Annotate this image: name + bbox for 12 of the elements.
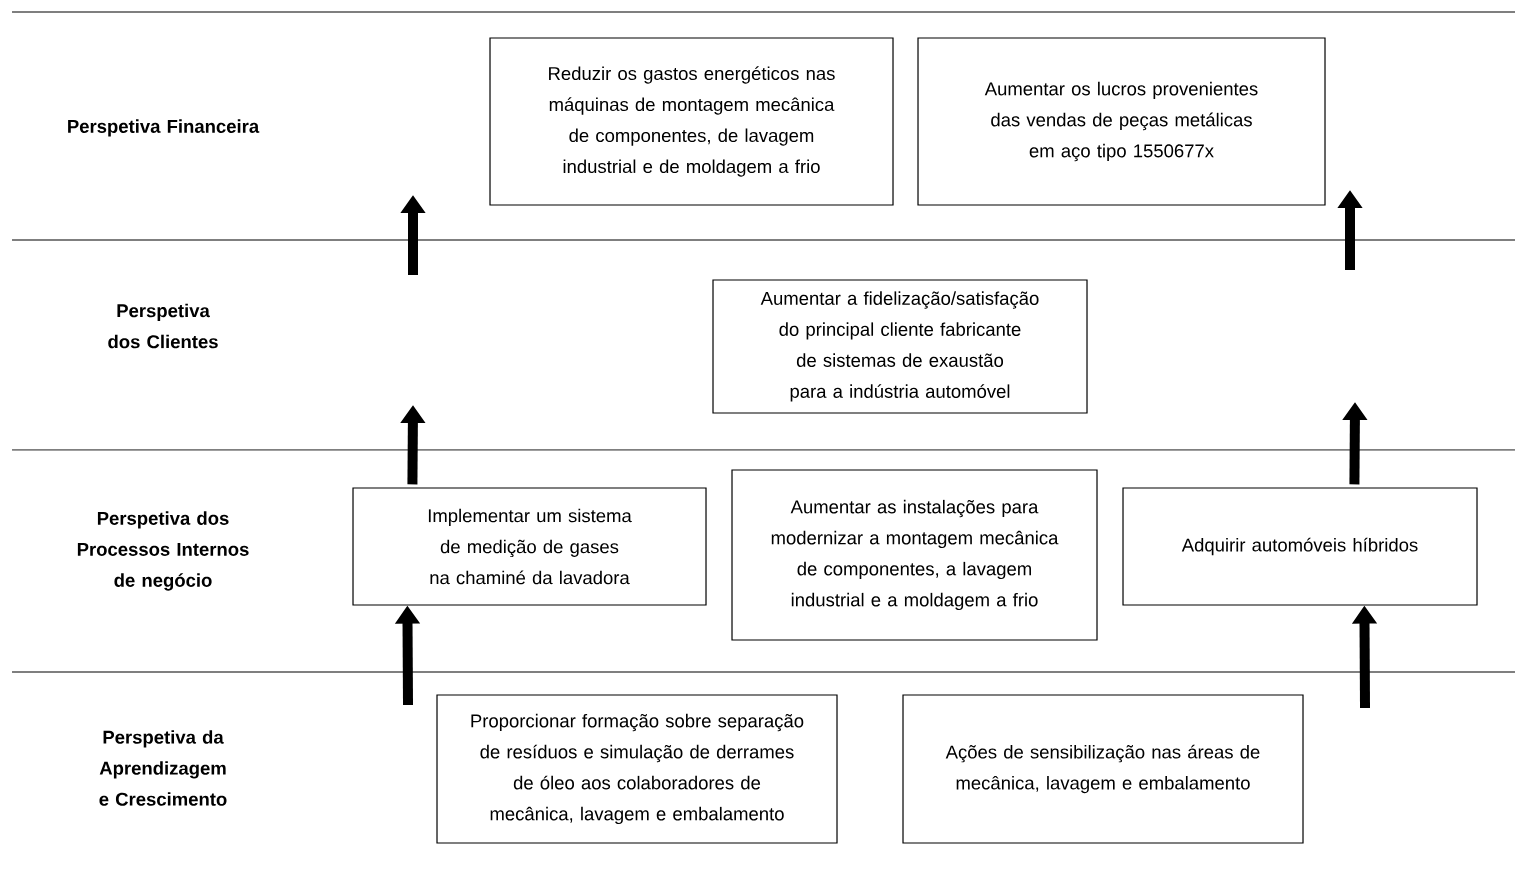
goal-box: Proporcionar formação sobre separação de resíduos e simulação de derrames de óleo aos colaboradores de mecânica, lavagem e embalamento [436, 694, 838, 844]
perspective-label: Perspetiva Financeira [68, 119, 260, 137]
perspective-label: Perspetiva dos Clientes [108, 303, 218, 349]
goal-box: Ações de sensibilização nas áreas de mecânica, lavagem e embalamento [902, 694, 1304, 844]
goal-box: Adquirir automóveis híbridos [1122, 487, 1478, 606]
perspective-label: Perspetiva da Aprendizagem e Crescimento [99, 730, 227, 806]
goal-box: Aumentar a fidelização/satisfação do principal cliente fabricante de sistemas de exaustão para a indústria automóvel [712, 279, 1088, 414]
goal-box: Implementar um sistema de medição de gases na chaminé da lavadora [352, 487, 707, 606]
goal-box: Aumentar os lucros provenientes das vendas de peças metálicas em aço tipo 1550677x [917, 37, 1326, 206]
goal-box: Aumentar as instalações para modernizar a montagem mecânica de componentes, a lavagem industrial e a moldagem a frio [731, 469, 1098, 641]
goal-box: Reduzir os gastos energéticos nas máquinas de montagem mecânica de componentes, de lavagem industrial e de moldagem a frio [489, 37, 894, 206]
perspective-label: Perspetiva dos Processos Internos de negócio [77, 511, 249, 591]
